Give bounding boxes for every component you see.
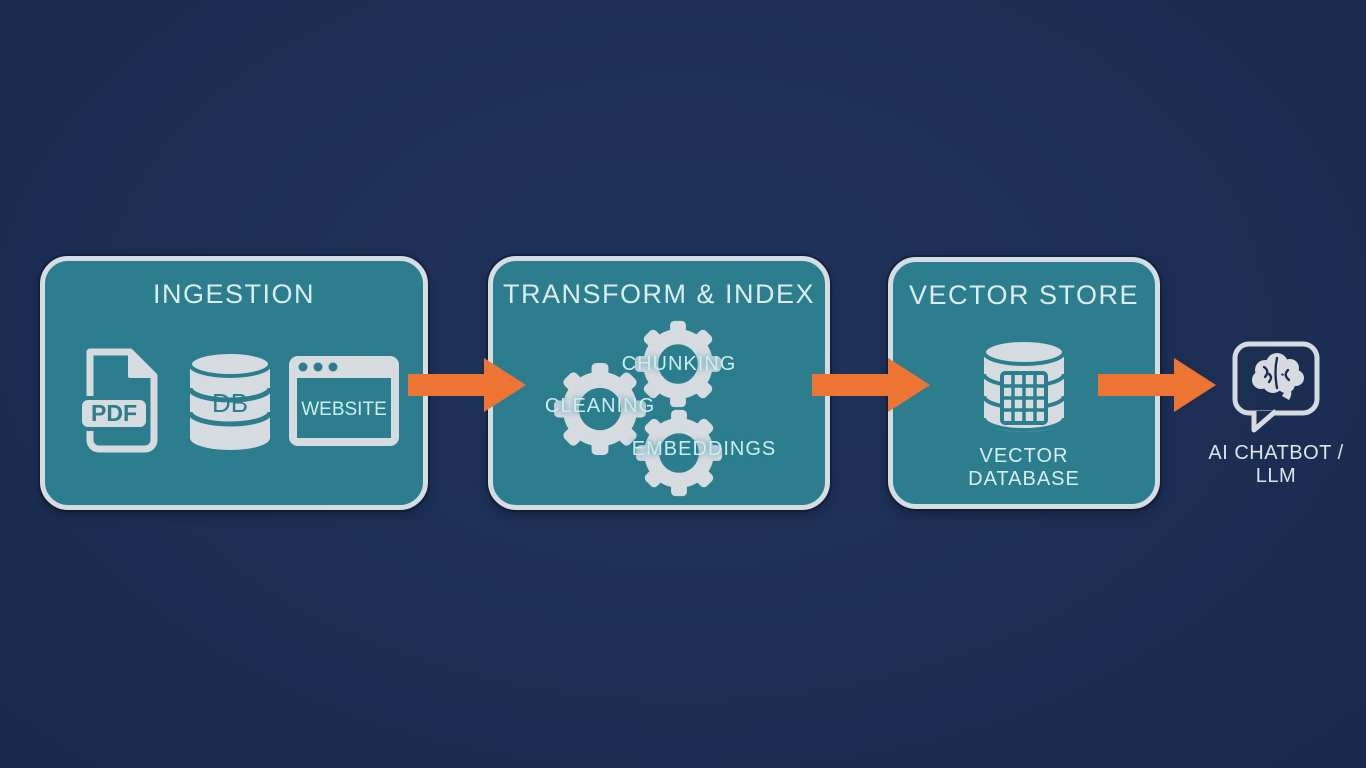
flow-arrow-icon (812, 357, 932, 413)
step-label-cleaning: CLEANING (544, 395, 656, 417)
flow-arrow-icon (408, 357, 528, 413)
output-label-line2: LLM (1255, 465, 1297, 487)
website-icon: WEBSITE (289, 356, 399, 446)
stage-ingestion-box: INGESTION PDF DB WEBSITE (40, 256, 428, 510)
stage-transform-index-box: TRANSFORM & INDEX CHUNKING CLEANING EMBE… (488, 256, 830, 510)
output-ai-chatbot: AI CHATBOT / LLM (1206, 340, 1346, 488)
vector-database-caption: VECTOR DATABASE (893, 445, 1155, 491)
db-icon-label: DB (212, 388, 248, 418)
step-label-embeddings: EMBEDDINGS (631, 438, 777, 460)
website-icon-label: WEBSITE (301, 399, 387, 420)
database-icon: DB (187, 350, 273, 450)
vector-database-icon (982, 338, 1066, 432)
brain-glyph (1252, 353, 1304, 400)
vector-database-caption-line2: DATABASE (968, 468, 1080, 490)
chat-bubble-brain-icon (1232, 341, 1320, 433)
output-label: AI CHATBOT / LLM (1206, 442, 1346, 488)
flow-arrow-icon (1098, 357, 1218, 413)
vector-database-caption-line1: VECTOR (979, 445, 1069, 467)
output-label-line1: AI CHATBOT / (1208, 442, 1344, 464)
pdf-icon-label: PDF (91, 400, 137, 426)
pdf-file-icon: PDF (78, 348, 158, 453)
stage-ingestion-title: INGESTION (152, 279, 315, 309)
stage-transform-index-title: TRANSFORM & INDEX (502, 279, 816, 309)
stage-vector-store-title: VECTOR STORE (908, 280, 1140, 310)
brain-fold-lines (1262, 356, 1291, 390)
step-label-chunking: CHUNKING (621, 353, 737, 375)
